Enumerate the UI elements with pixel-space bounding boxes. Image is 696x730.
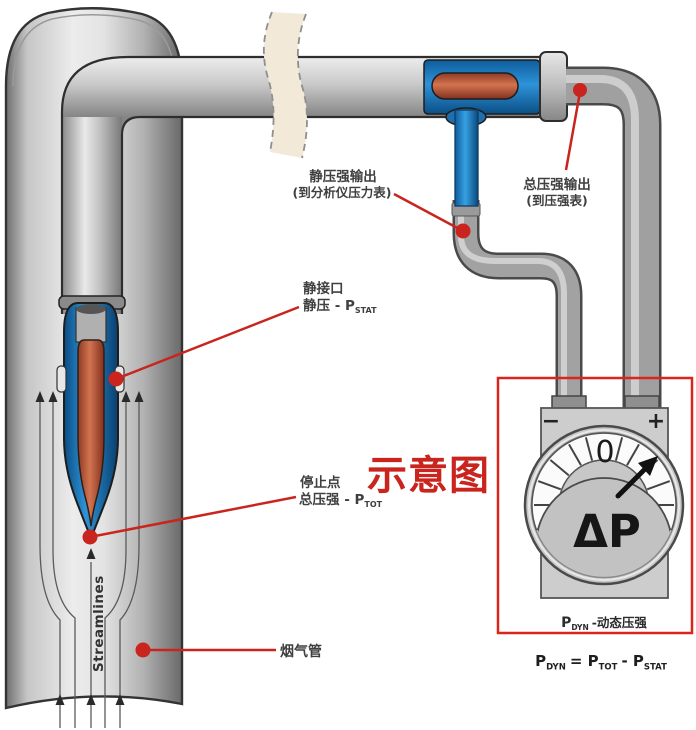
streamline: [52, 402, 76, 728]
label-stagnation-line2: 总压强 - PTOT: [299, 491, 383, 509]
static-line-tube: [452, 200, 583, 412]
total-line-tube: [566, 66, 662, 412]
label-static-port-main: 静压 - P: [303, 297, 355, 314]
gauge-caption-p: P: [561, 615, 571, 631]
flow-arrow-icon: [134, 391, 144, 402]
dial-tick: [568, 443, 582, 466]
flow-arrow-icon: [35, 391, 45, 402]
callouts: [89, 91, 582, 652]
pipe-break-dash-right: [296, 13, 308, 159]
dial-scale-band: [531, 432, 677, 531]
gauge-minus-label: −: [542, 409, 560, 434]
schematic-watermark: 示意图: [367, 453, 490, 499]
formula-s3: STAT: [644, 663, 667, 673]
streamline: [104, 402, 127, 728]
dial-tick: [584, 437, 594, 461]
label-static-port-line2: 静压 - PSTAT: [303, 297, 377, 315]
pitot-inner-tube: [77, 339, 105, 527]
callout-dot-icon: [82, 529, 98, 545]
needle: [615, 466, 648, 499]
dial-rim: [528, 429, 680, 581]
flow-arrow-icon: [48, 391, 58, 402]
flow-arrow-icon: [86, 548, 96, 559]
callout-dot-icon: [108, 371, 124, 387]
needle-arrowhead-icon: [638, 456, 658, 476]
label-static-port-line1: 静接口: [303, 280, 344, 297]
duct-dome-inner-line: [12, 14, 176, 87]
pipe-outline-bottom: [120, 115, 548, 314]
label-static-port-sub: STAT: [355, 306, 377, 315]
label-total-output-line2: (到压强表): [526, 193, 587, 208]
formula-p3: - P: [621, 652, 643, 670]
gauge-plus-label: +: [647, 409, 665, 434]
flow-arrow-icon: [55, 694, 65, 705]
label-static-output-line2: (到分析仪压力表): [293, 185, 392, 200]
gauge-caption: PDYN -动态压强: [561, 615, 647, 632]
streamline: [119, 402, 140, 728]
callout-line-stagnation: [89, 495, 297, 539]
pipe-break-symbol: [263, 12, 307, 158]
callout-line-total-output: [564, 91, 582, 171]
label-flue-pipe: 烟气管: [280, 643, 322, 660]
gauge-caption-sub: DYN: [571, 623, 588, 632]
support-pipe-vertical: [62, 117, 122, 314]
inner-tube-opening: [76, 304, 106, 314]
formula: PDYN = PTOT- PSTAT: [535, 652, 667, 673]
pipe-outline-top: [60, 55, 548, 314]
label-total-output-line1: 总压强输出: [523, 176, 591, 193]
formula-s2: TOT: [599, 663, 618, 673]
callout-dot-icon: [455, 223, 471, 239]
callout-dot-icon: [135, 642, 151, 658]
flow-arrow-icon: [115, 694, 125, 705]
flow-arrows: [35, 391, 144, 705]
formula-s1: DYN: [546, 663, 566, 673]
flow-arrow-icon: [121, 391, 131, 402]
streamlines-label: Streamlines: [91, 575, 107, 672]
formula-p1: P: [535, 652, 546, 670]
callout-line-static-output: [393, 192, 464, 233]
total-line-highlight: [566, 75, 639, 410]
streamline: [39, 402, 61, 728]
static-line-body: [455, 200, 580, 412]
callout-dots: [82, 83, 587, 658]
static-line-highlight: [458, 202, 567, 410]
dial-tick: [626, 443, 640, 466]
callout-line-static-port: [115, 305, 300, 381]
label-stagnation-line1: 停止点: [300, 474, 341, 491]
static-branch-tube: [454, 109, 479, 207]
gauge-caption-rest: -动态压强: [592, 615, 648, 630]
flow-arrow-icon: [86, 694, 96, 705]
dial-zero-label: 0: [595, 435, 614, 470]
dial-tick: [646, 480, 671, 491]
callout-dot-icon: [573, 83, 587, 97]
dial-tick: [614, 437, 624, 461]
label-stagnation-main: 总压强 - P: [299, 491, 365, 508]
static-port-left: [56, 365, 67, 393]
static-line-outline: [452, 200, 583, 412]
dial-tick: [549, 459, 570, 477]
red-highlight-box: [496, 376, 694, 635]
formula-p2: = P: [570, 652, 599, 670]
label-stagnation-sub: TOT: [364, 500, 382, 509]
dial-tick: [537, 480, 562, 491]
cutaway-total-core: [431, 72, 519, 100]
delta-p-label: ΔP: [573, 505, 641, 558]
label-static-output-line1: 静压强输出: [309, 168, 377, 185]
pipe-end-cap: [539, 51, 568, 122]
